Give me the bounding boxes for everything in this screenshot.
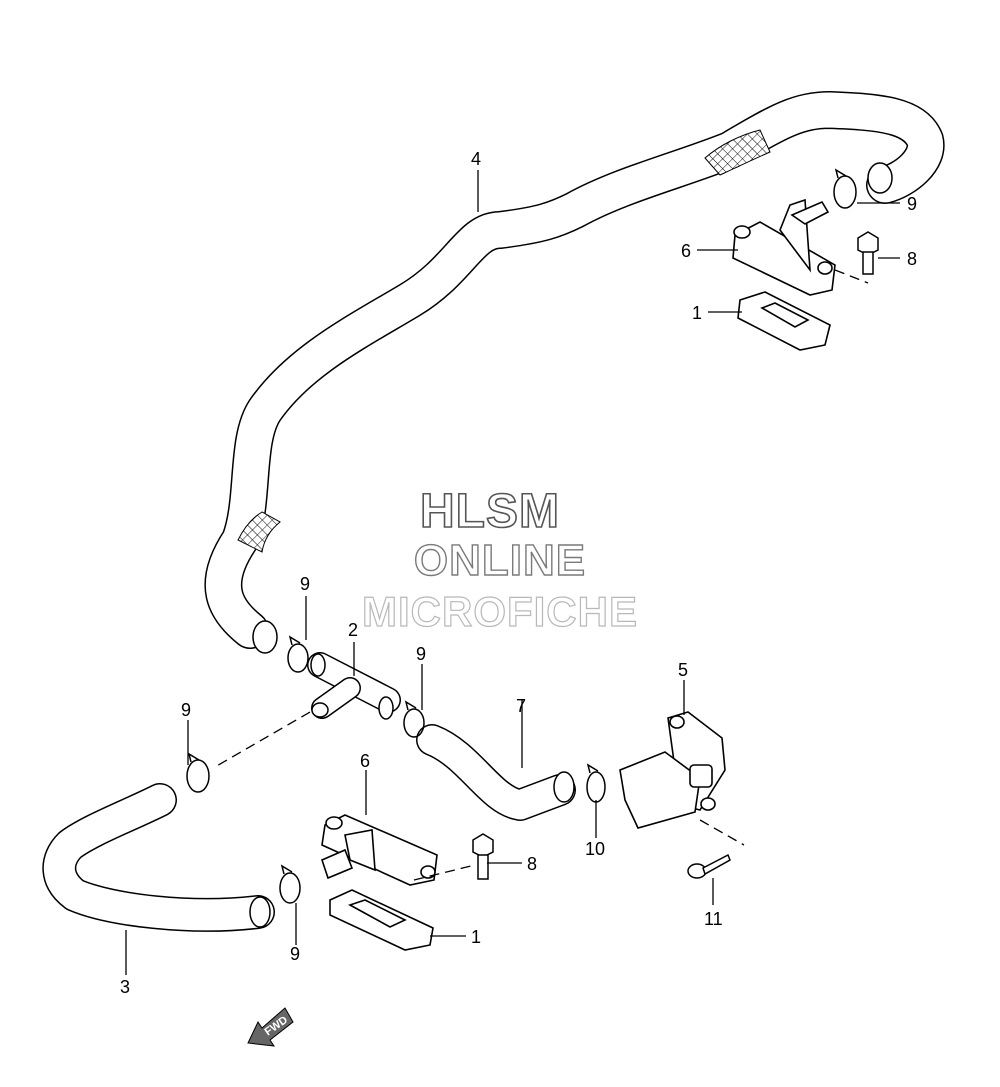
fwd-arrow-icon: FWD <box>247 1007 294 1047</box>
cover-6-bottom <box>321 814 438 886</box>
callout-6-top: 6 <box>681 241 691 261</box>
callout-3: 3 <box>120 977 130 997</box>
callout-2: 2 <box>348 620 358 640</box>
callout-5: 5 <box>678 660 688 680</box>
callout-9-mid-center: 9 <box>416 644 426 664</box>
callout-4: 4 <box>471 149 481 169</box>
leader-lines <box>125 170 900 975</box>
callout-6-bottom: 6 <box>360 751 370 771</box>
callout-7: 7 <box>516 696 526 716</box>
watermark-line-1: HLSM <box>419 484 560 539</box>
callout-9-bottom: 9 <box>290 944 300 964</box>
watermark-line-3: MICROFICHE <box>361 587 638 635</box>
callout-labels: 4 9 6 8 1 9 2 9 5 9 7 6 10 8 11 1 3 9 <box>120 149 917 997</box>
assembly-lines <box>214 269 869 881</box>
callout-8-bottom: 8 <box>527 854 537 874</box>
hose-7 <box>416 724 576 821</box>
callout-11: 11 <box>704 909 723 929</box>
hose-clips <box>186 168 857 904</box>
hose-3 <box>42 783 275 932</box>
callout-8-top: 8 <box>907 249 917 269</box>
hose-4 <box>204 91 945 654</box>
callout-9-mid-left: 9 <box>300 574 310 594</box>
callout-9-left: 9 <box>181 700 191 720</box>
valve-5 <box>619 711 726 829</box>
cover-6-top <box>732 198 836 296</box>
bolt-8-bottom <box>472 833 494 880</box>
screw-11 <box>687 853 731 879</box>
gasket-1-top <box>737 291 831 351</box>
callout-10: 10 <box>585 839 605 859</box>
callout-9-upper-right: 9 <box>907 194 917 214</box>
watermark-line-2: ONLINE <box>413 535 587 585</box>
gasket-1-bottom <box>329 889 434 951</box>
callout-1-bottom: 1 <box>471 927 481 947</box>
t-joint-2 <box>307 652 401 720</box>
callout-1-top: 1 <box>692 303 702 323</box>
bolt-8-top <box>857 231 879 275</box>
